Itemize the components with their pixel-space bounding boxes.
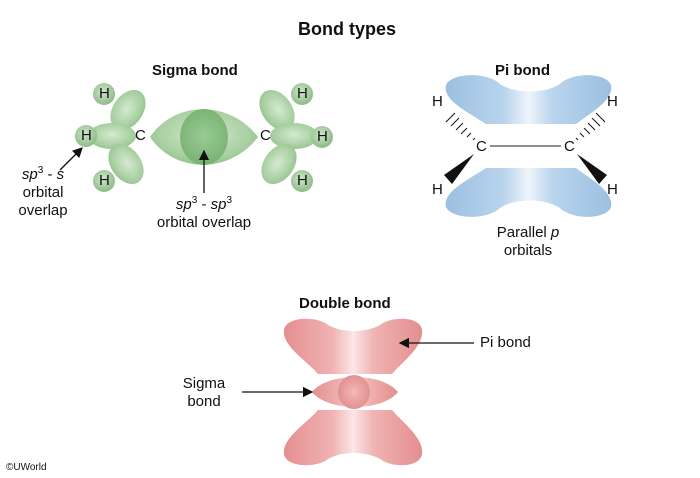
pi-hydrogen: H: [432, 93, 443, 110]
double-pi-bond-label: Pi bond: [480, 334, 531, 351]
sigma-hydrogen: H: [297, 85, 308, 102]
pi-hydrogen: H: [432, 181, 443, 198]
sigma-h-sphere: [93, 170, 115, 192]
pi-right-solid-wedge: [577, 154, 607, 184]
sigma-hydrogen: H: [297, 172, 308, 189]
pi-hydrogen: H: [607, 93, 618, 110]
sigma-bond-heading: Sigma bond: [152, 62, 238, 79]
pi-left-solid-wedge: [444, 154, 474, 184]
double-lower-pi-lobe: [283, 410, 423, 466]
pi-lower-lobe: [445, 168, 612, 217]
sigma-carbon-right: C: [260, 127, 271, 144]
sigma-right-lower-lobe: [261, 144, 297, 184]
copyright-notice: ©UWorld: [6, 462, 47, 473]
pi-carbon-left: C: [476, 138, 487, 155]
double-sigma-core: [338, 375, 370, 409]
pi-carbon-right: C: [564, 138, 575, 155]
double-bond-heading: Double bond: [299, 295, 391, 312]
double-upper-pi-lobe: [283, 318, 423, 374]
sigma-h-sphere: [291, 83, 313, 105]
sigma-right-upper-lobe: [259, 90, 295, 130]
sigma-left-lower-lobe: [108, 144, 144, 184]
diagram-title: Bond types: [298, 19, 397, 39]
sigma-hydrogen: H: [99, 172, 110, 189]
sigma-overlap-core: [180, 109, 228, 165]
sigma-left-upper-lobe: [110, 90, 146, 130]
sigma-left-middle-lobe: [88, 123, 136, 149]
sp3-s-overlap-label: sp3 - s orbital overlap: [18, 165, 68, 219]
sp3-sp3-overlap-label: sp3 - sp3 orbital overlap: [156, 195, 252, 231]
pi-upper-lobe: [445, 75, 612, 124]
sigma-hydrogen: H: [99, 85, 110, 102]
sigma-hydrogen: H: [317, 128, 328, 145]
double-bond-figure: [242, 318, 474, 466]
sp3-s-arrow: [59, 147, 83, 171]
sigma-h-sphere: [311, 126, 333, 148]
sigma-hydrogen: H: [81, 127, 92, 144]
sigma-h-sphere: [75, 125, 97, 147]
pi-bond-figure: [444, 75, 612, 217]
sigma-bond-figure: [59, 83, 333, 193]
pi-right-hashed-wedge: [575, 112, 606, 141]
pi-bond-heading: Pi bond: [495, 62, 550, 79]
parallel-p-orbitals-label: Parallel p orbitals: [496, 224, 560, 259]
sigma-h-sphere: [93, 83, 115, 105]
sigma-h-sphere: [291, 170, 313, 192]
pi-left-hashed-wedge: [445, 112, 476, 141]
sigma-carbon-left: C: [135, 127, 146, 144]
double-sigma-bond-label: Sigma bond: [182, 375, 226, 410]
sigma-right-middle-lobe: [270, 123, 318, 149]
pi-hydrogen: H: [607, 181, 618, 198]
